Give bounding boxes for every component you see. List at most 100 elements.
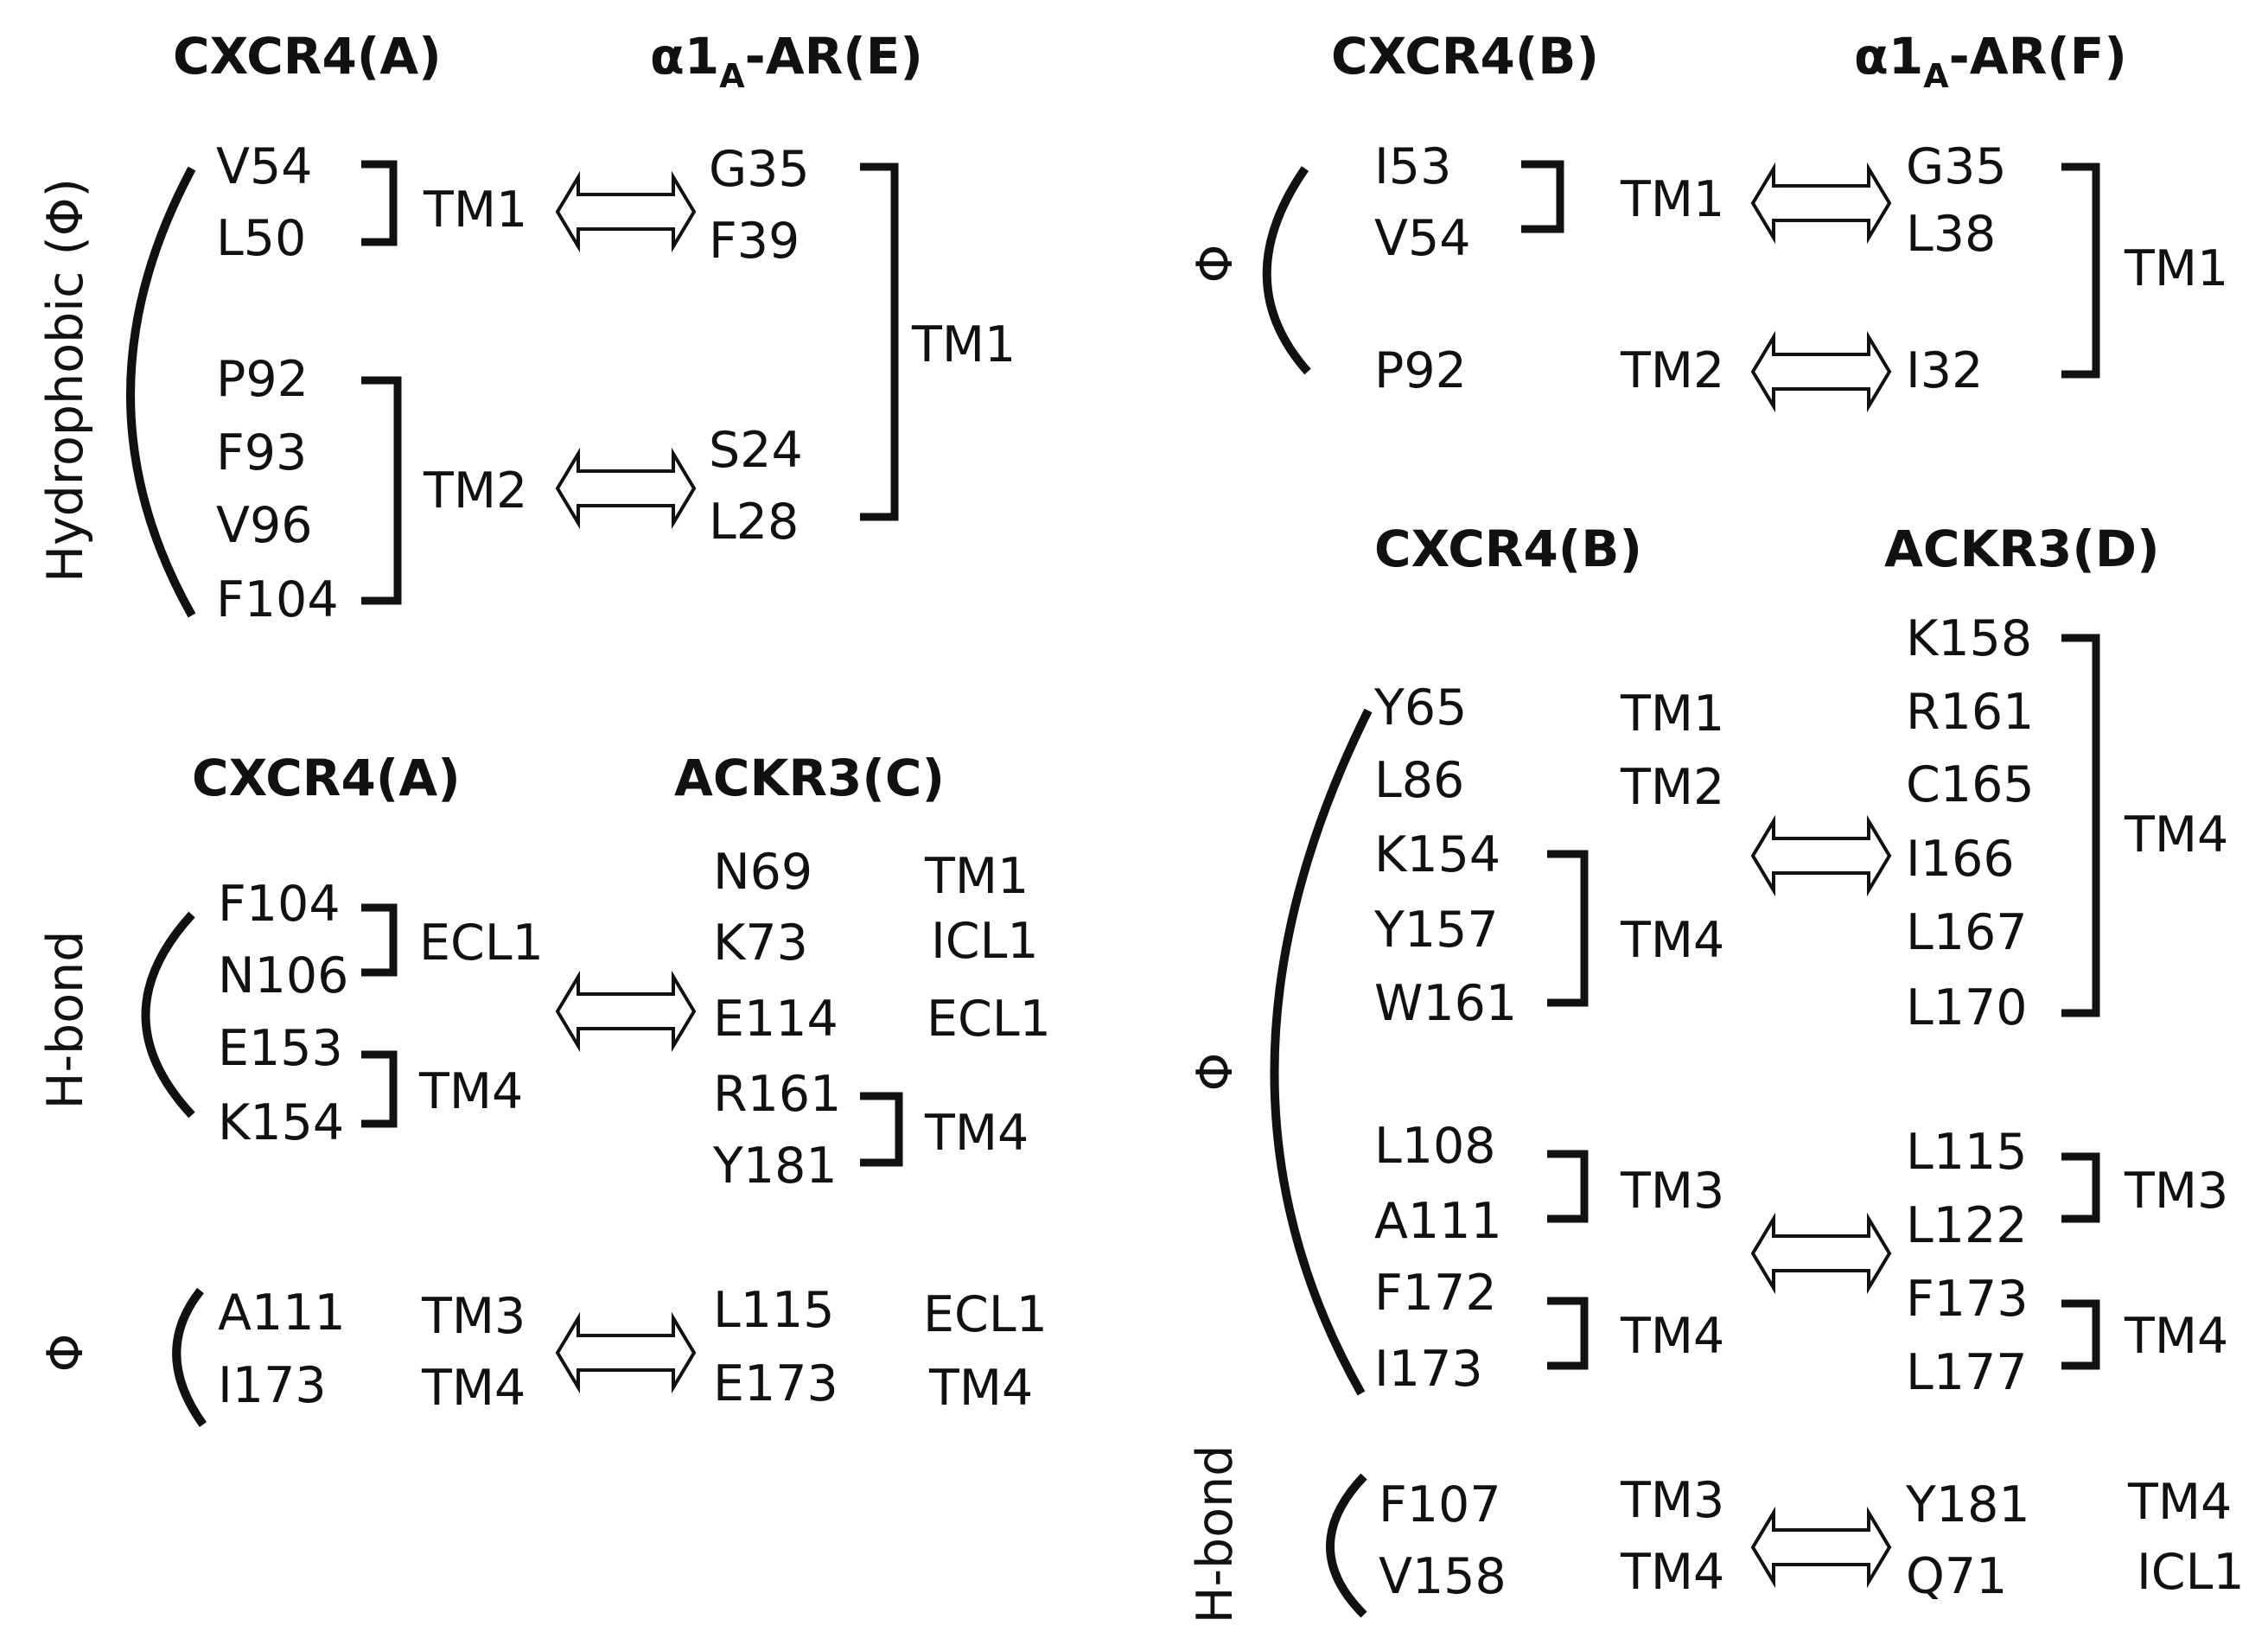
residue-i166: I166 xyxy=(1906,831,2015,888)
residue-i173: I173 xyxy=(1374,1341,1483,1398)
residue-f172: F172 xyxy=(1374,1265,1497,1322)
tm-label: TM1 xyxy=(911,316,1016,373)
tm-label: TM4 xyxy=(1620,1544,1724,1601)
header-alpha1a-ar-f: α1A-AR(F) xyxy=(1854,27,2127,95)
tm-label: TM3 xyxy=(1620,1163,1724,1220)
tm-label: ECL1 xyxy=(419,915,544,972)
tm-label: TM4 xyxy=(2124,1308,2228,1365)
header-cxcr4-b: CXCR4(B) xyxy=(1331,27,1599,86)
grouping-arc xyxy=(1326,1473,1367,1618)
bracket xyxy=(2061,1299,2100,1370)
residue-i53: I53 xyxy=(1374,138,1451,195)
residue-g35: G35 xyxy=(709,141,810,198)
double-arrow-icon xyxy=(1751,335,1891,408)
residue-e153: E153 xyxy=(218,1020,343,1077)
phi-label: Φ xyxy=(37,1334,94,1373)
tm-label: TM1 xyxy=(1620,685,1724,743)
tm-label: ECL1 xyxy=(923,1286,1048,1343)
hbond-label: H-bond xyxy=(37,931,94,1110)
residue-w161: W161 xyxy=(1374,975,1517,1032)
tm-label: TM4 xyxy=(2127,1474,2232,1531)
residue-n106: N106 xyxy=(218,947,348,1004)
residue-l86: L86 xyxy=(1374,752,1464,809)
residue-l115: L115 xyxy=(1906,1124,2028,1181)
bracket xyxy=(361,376,402,605)
bracket xyxy=(361,1050,398,1128)
residue-l167: L167 xyxy=(1906,904,2028,961)
residue-k154: K154 xyxy=(218,1094,344,1151)
header-alpha1a-ar-e: α1A-AR(E) xyxy=(650,27,923,95)
residue-q71: Q71 xyxy=(1906,1548,2007,1605)
residue-a111: A111 xyxy=(218,1284,346,1342)
residue-l50: L50 xyxy=(216,210,306,267)
bracket xyxy=(2061,1152,2100,1223)
phi-label: Φ xyxy=(1187,1053,1244,1092)
residue-l170: L170 xyxy=(1906,979,2028,1036)
bracket xyxy=(361,903,398,977)
residue-f39: F39 xyxy=(709,213,800,270)
residue-k154: K154 xyxy=(1374,826,1500,883)
grouping-arc xyxy=(141,911,195,1119)
double-arrow-icon xyxy=(556,452,696,525)
bracket xyxy=(2061,634,2100,1017)
residue-y181: Y181 xyxy=(1905,1476,2030,1533)
header-cxcr4-a: CXCR4(A) xyxy=(192,749,461,807)
residue-v54: V54 xyxy=(1374,210,1471,267)
grouping-arc xyxy=(1270,708,1373,1396)
residue-l28: L28 xyxy=(709,494,799,551)
double-arrow-icon xyxy=(556,175,696,248)
residue-p92: P92 xyxy=(1374,342,1467,399)
header-ackr3-c: ACKR3(C) xyxy=(674,749,945,807)
bracket xyxy=(860,1092,903,1167)
tm-label: ECL1 xyxy=(927,991,1051,1048)
bracket xyxy=(361,160,398,246)
bracket xyxy=(1547,1297,1589,1370)
header-cxcr4-b: CXCR4(B) xyxy=(1374,520,1642,578)
grouping-arc xyxy=(126,166,196,618)
panel-cxcr4b-alpha1a-ar-f: CXCR4(B) α1A-AR(F) Φ I53 V54 TM1 P92 TM2… xyxy=(1187,27,2228,408)
tm-label: ICL1 xyxy=(931,913,1039,970)
residue-l115: L115 xyxy=(713,1282,835,1339)
bracket xyxy=(1521,160,1564,233)
tm-label: TM1 xyxy=(1620,171,1724,228)
residue-a111: A111 xyxy=(1374,1193,1502,1250)
residue-k158: K158 xyxy=(1906,610,2032,667)
residue-e173: E173 xyxy=(713,1355,838,1412)
tm-label: TM2 xyxy=(1620,759,1724,816)
bracket xyxy=(1547,850,1589,1007)
panel-cxcr4b-ackr3d: CXCR4(B) ACKR3(D) Φ Y65 TM1 L86 TM2 K154… xyxy=(1187,520,2245,1623)
hydrophobic-label: Hydrophobic (Φ) xyxy=(37,178,94,583)
residue-c165: C165 xyxy=(1906,756,2035,813)
residue-f93: F93 xyxy=(216,424,307,481)
residue-f104: F104 xyxy=(218,876,341,933)
residue-r161: R161 xyxy=(1906,684,2034,741)
residue-r161: R161 xyxy=(713,1066,841,1123)
residue-y65: Y65 xyxy=(1373,679,1467,736)
panel-cxcr4a-alpha1a-ar-e: CXCR4(A) α1A-AR(E) Hydrophobic (Φ) V54 L… xyxy=(37,27,1016,628)
residue-v158: V158 xyxy=(1379,1548,1507,1605)
grouping-arc xyxy=(172,1287,207,1427)
residue-p92: P92 xyxy=(216,351,309,408)
tm-label: TM3 xyxy=(421,1288,526,1345)
tm-label: TM1 xyxy=(2124,240,2228,297)
tm-label: ICL1 xyxy=(2137,1544,2245,1601)
tm-label: TM4 xyxy=(928,1360,1033,1417)
residue-k73: K73 xyxy=(713,915,808,972)
residue-l108: L108 xyxy=(1374,1118,1496,1175)
residue-y157: Y157 xyxy=(1373,902,1499,959)
tm-label: TM1 xyxy=(423,182,527,239)
residue-l122: L122 xyxy=(1906,1197,2028,1254)
double-arrow-icon xyxy=(556,1316,696,1389)
tm-label: TM4 xyxy=(1620,912,1724,969)
residue-l38: L38 xyxy=(1906,206,1996,263)
residue-l177: L177 xyxy=(1906,1344,2028,1401)
double-arrow-icon xyxy=(1751,167,1891,239)
bracket xyxy=(1547,1150,1589,1223)
bracket xyxy=(860,163,899,521)
panel-cxcr4a-ackr3c: CXCR4(A) ACKR3(C) H-bond F104 N106 ECL1 … xyxy=(37,749,1051,1427)
tm-label: TM3 xyxy=(2124,1163,2228,1220)
residue-f173: F173 xyxy=(1906,1271,2029,1328)
residue-y181: Y181 xyxy=(712,1138,838,1195)
residue-e114: E114 xyxy=(713,991,838,1048)
